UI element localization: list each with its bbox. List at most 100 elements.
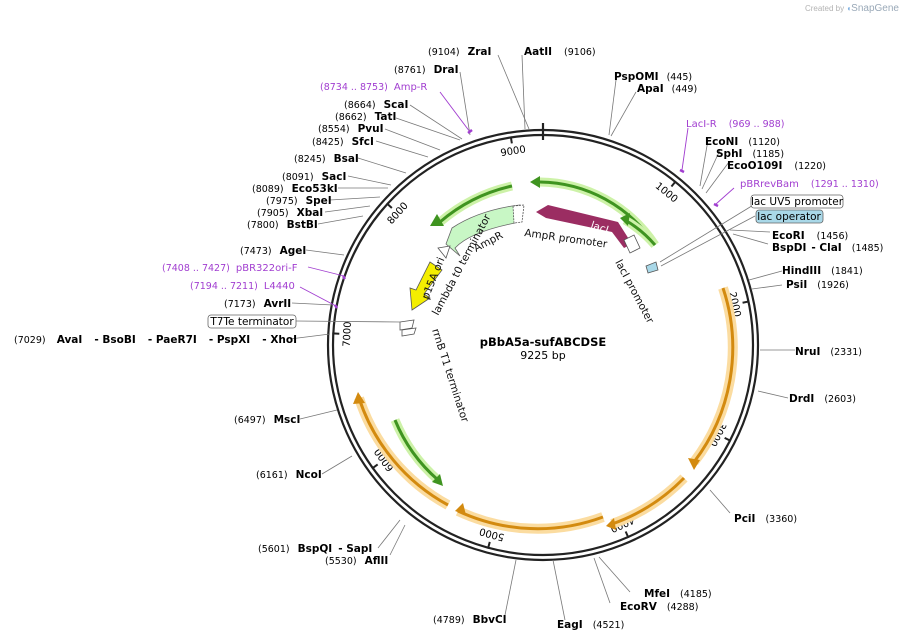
terminator-glyphs xyxy=(399,245,659,337)
enzyme-name: EcoO109I xyxy=(727,160,782,172)
svg-text:(7975)SpeI: (7975) SpeI xyxy=(266,195,332,207)
primer-name: Amp-R xyxy=(394,82,428,93)
svg-text:EcoO109I(1220): EcoO109I(1220) xyxy=(727,160,826,172)
svg-text:(6161)NcoI: (6161) NcoI xyxy=(256,469,322,481)
enzyme-name: PspOMI xyxy=(614,71,659,83)
enzyme-pos: (8662) xyxy=(335,112,367,123)
lacop-label: lac operator xyxy=(757,211,821,223)
svg-text:PspOMI(445): PspOMI (445) xyxy=(614,71,692,83)
orange-gene-arrows[interactable] xyxy=(353,286,738,534)
enzyme-pos: (7473) xyxy=(240,246,272,257)
enzyme-pos: (4789) xyxy=(433,615,465,626)
tick-mark xyxy=(371,463,379,470)
svg-text:EcoNI(1120): EcoNI(1120) xyxy=(705,136,780,148)
tick-mark xyxy=(670,180,677,188)
tick-label: 7000 xyxy=(342,321,354,347)
enzyme-name: PvuI xyxy=(358,123,384,135)
lac-operator-box[interactable]: lac operator xyxy=(755,209,824,224)
tick-mark xyxy=(386,202,393,209)
enzyme-name: EcoRV xyxy=(620,601,658,613)
lacuv5-promoter-box[interactable]: lac UV5 promoter xyxy=(750,194,844,209)
tick-mark xyxy=(624,531,630,539)
svg-text:EagI(4521): EagI(4521) xyxy=(557,619,624,631)
enzyme-name: BsoBI xyxy=(102,334,135,346)
svg-text:(7194 .. 7211)L4440: (7194 .. 7211)L4440 xyxy=(190,281,295,292)
enzyme-name: TatI xyxy=(375,111,397,123)
svg-text:(8734 .. 8753)Amp-R: (8734 .. 8753) Amp-R xyxy=(320,82,427,93)
enzyme-pos: (7905) xyxy=(257,208,289,219)
enzyme-name: Eco53kI xyxy=(292,183,338,195)
enzyme-pos: (1841) xyxy=(831,266,863,277)
p15a-ori-feature[interactable] xyxy=(409,261,443,311)
enzyme-name: SapI xyxy=(346,543,372,555)
enzyme-pos: (4288) xyxy=(667,602,699,613)
primer-marks xyxy=(333,129,719,309)
svg-text:PciI(3360): PciI(3360) xyxy=(734,513,797,525)
svg-text:NruI(2331): NruI (2331) xyxy=(795,346,862,358)
primer-pos: (8734 .. 8753) xyxy=(320,82,388,93)
t7te-label: T7Te terminator xyxy=(209,316,294,328)
enzyme-pos: (7975) xyxy=(266,196,298,207)
green-feature-arrows[interactable] xyxy=(390,176,659,486)
svg-text:(7473)AgeI: (7473) AgeI xyxy=(240,245,306,257)
enzyme-name: HindIII xyxy=(782,265,821,277)
plasmid-length: 9225 bp xyxy=(520,349,565,362)
enzyme-pos: (4185) xyxy=(680,589,712,600)
enzyme-pos: (445) xyxy=(667,72,693,83)
snapgene-logo-icon: ◖ xyxy=(846,4,852,13)
enzyme-name: AatII xyxy=(524,46,552,58)
enzyme-pos: (9104) xyxy=(428,47,460,58)
tick-label: 1000 xyxy=(653,181,680,206)
enzyme-name: BsaI xyxy=(334,153,359,165)
svg-text:pBRrevBam(1291 .. 1310): pBRrevBam(1291 .. 1310) xyxy=(740,179,879,190)
svg-text:(8091)SacI: (8091)SacI xyxy=(282,171,346,183)
enzyme-name: PciI xyxy=(734,513,755,525)
enzyme-pos: (2331) xyxy=(830,347,862,358)
enzyme-name: XbaI xyxy=(297,207,324,219)
enzyme-name: AvrII xyxy=(264,298,292,310)
enzyme-name: SpeI xyxy=(306,195,332,207)
enzyme-name: SfcI xyxy=(352,136,374,148)
plasmid-title: pBbA5a-sufABCDSE 9225 bp xyxy=(480,335,607,362)
enzyme-pos: (8554) xyxy=(318,124,350,135)
laci-label: lacI xyxy=(589,219,610,236)
svg-text:(7408 .. 7427)pBR322ori-F: (7408 .. 7427)pBR322ori-F xyxy=(162,263,298,274)
primer-pos: (7194 .. 7211) xyxy=(190,281,258,292)
enzyme-name: AgeI xyxy=(280,245,307,257)
svg-text:AatII(9106): AatII(9106) xyxy=(524,46,596,58)
ampr-feature[interactable] xyxy=(445,204,525,257)
enzyme-name: PsiI xyxy=(786,279,807,291)
laci-feature[interactable]: lacI xyxy=(536,205,641,254)
svg-text:MfeI(4185): MfeI(4185) xyxy=(644,588,712,600)
snapgene-credit: Created by ◖SnapGene xyxy=(805,3,899,14)
enzyme-name: NcoI xyxy=(296,469,322,481)
plasmid-name: pBbA5a-sufABCDSE xyxy=(480,335,607,349)
svg-text:(8425)SfcI: (8425)SfcI xyxy=(312,136,374,148)
svg-text:(8554)PvuI: (8554) PvuI xyxy=(318,123,384,135)
tick-mark xyxy=(724,436,732,442)
svg-text:(7173)AvrII: (7173)AvrII xyxy=(224,298,291,310)
tick-label: 9000 xyxy=(500,144,527,159)
enzyme-pos: (4521) xyxy=(593,620,625,631)
enzyme-pos: (8091) xyxy=(282,172,314,183)
enzyme-name: EcoNI xyxy=(705,136,738,148)
enzyme-name: NruI xyxy=(795,346,820,358)
enzyme-pos: (449) xyxy=(672,84,698,95)
enzyme-pos: (6497) xyxy=(234,415,266,426)
tick-mark xyxy=(509,136,513,144)
enzyme-name: PspXI xyxy=(217,334,250,346)
enzyme-name: ClaI xyxy=(819,242,841,254)
svg-text:(6497)MscI: (6497)MscI xyxy=(234,414,300,426)
svg-text:(8761)DraI: (8761)DraI xyxy=(394,64,458,76)
svg-text:EcoRI(1456): EcoRI(1456) xyxy=(772,230,848,242)
svg-text:(8089)Eco53kI: (8089)Eco53kI xyxy=(252,183,338,195)
credit-brand: SnapGene xyxy=(851,3,899,14)
t7te-terminator-box[interactable]: T7Te terminator xyxy=(207,314,297,329)
xhoi-site-group: (7029) AvaI - BsoBI - PaeR7I - PspXI - X… xyxy=(14,334,297,346)
primer-name: pBRrevBam xyxy=(740,179,799,190)
enzyme-pos: (5530) xyxy=(325,556,357,567)
enzyme-pos: (6161) xyxy=(256,470,288,481)
enzyme-name: SphI xyxy=(716,148,742,160)
enzyme-labels-right: PspOMI(445) ApaI(449) EcoNI(1120) SphI(1… xyxy=(557,71,883,631)
